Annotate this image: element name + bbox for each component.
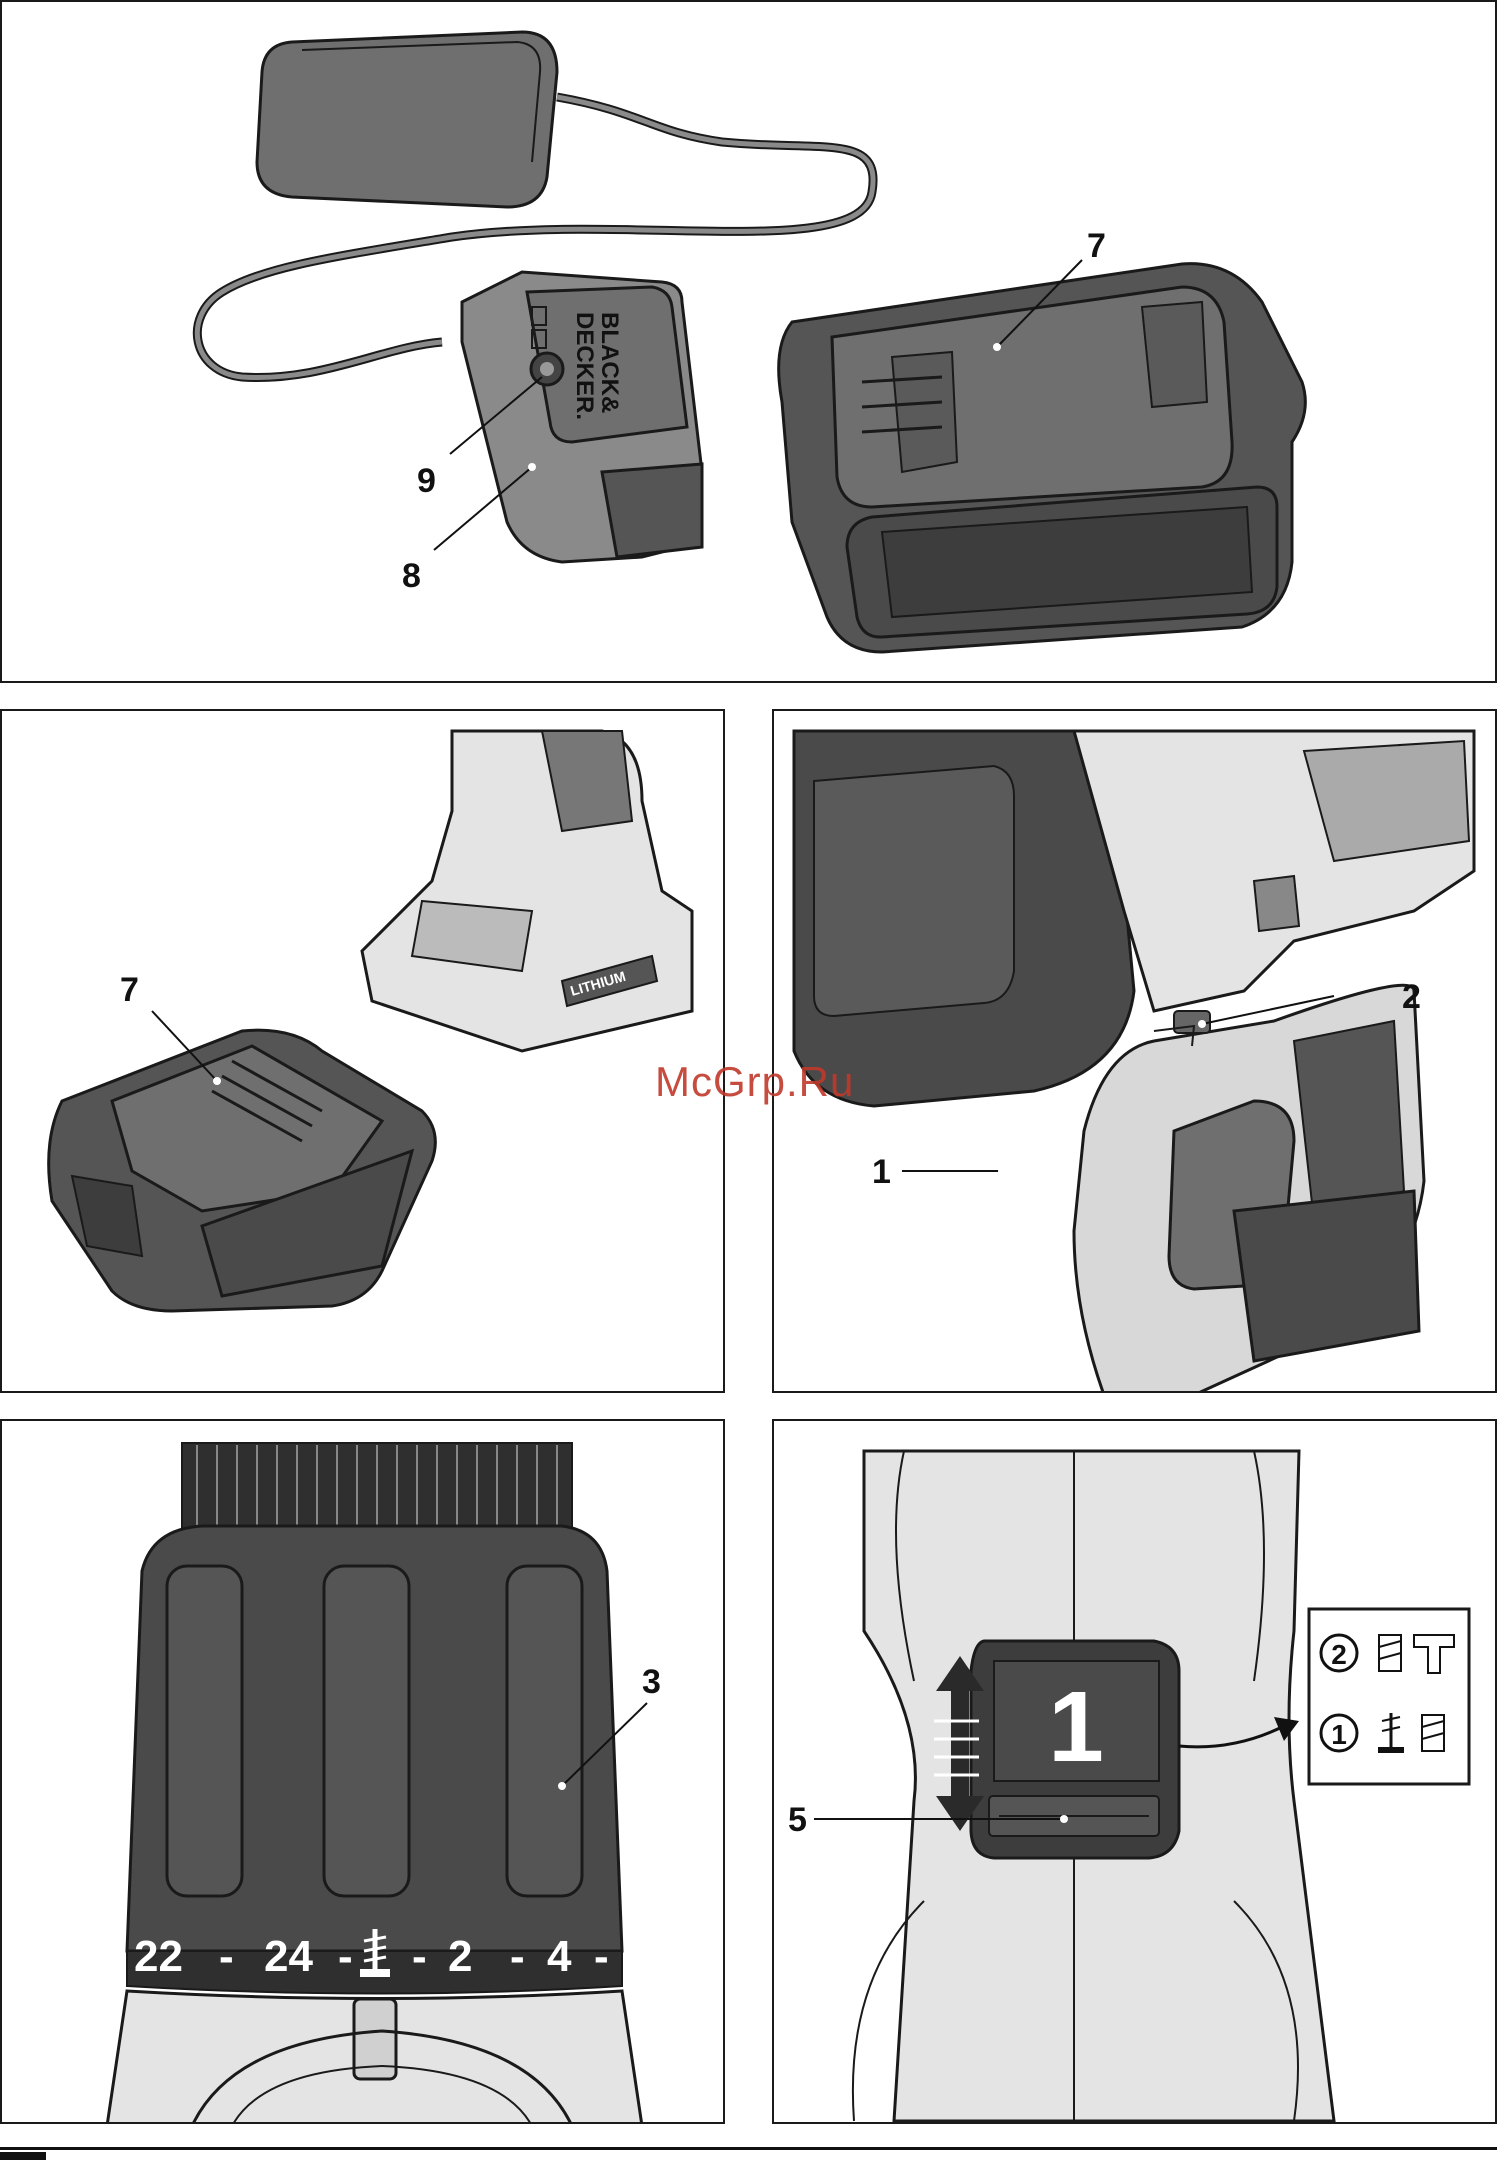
scale-mark-6: 2: [448, 1932, 472, 1981]
gear-selector-illustration: 1 2 1: [774, 1421, 1497, 2124]
label-collar: 3: [642, 1663, 661, 1701]
watermark: McGrp.Ru: [655, 1058, 854, 1106]
trigger-detail-illustration: 2 1: [774, 711, 1497, 1393]
panel-gear-selector: 1 2 1: [772, 1419, 1497, 2124]
label-battery-install: 7: [120, 971, 139, 1009]
scale-mark-8: 4: [547, 1932, 572, 1981]
label-battery: 7: [1087, 227, 1106, 265]
label-switch: 2: [1402, 978, 1421, 1016]
panel-trigger-detail: 2 1: [772, 709, 1497, 1393]
scale-mark-9: -: [594, 1932, 609, 1981]
charger-brand-line1: BLACK&: [596, 312, 623, 413]
scale-mark-5: -: [412, 1932, 427, 1981]
scale-mark-4: -: [338, 1932, 353, 1981]
label-indicator: 9: [417, 462, 436, 500]
charger-brand-line2: DECKER.: [571, 312, 598, 420]
torque-collar-illustration: 22 - 24 - - 2 - 4 - 3: [2, 1421, 725, 2124]
panel-torque-collar: 22 - 24 - - 2 - 4 - 3: [0, 1419, 725, 2124]
panel-battery-install: LITHIUM 7: [0, 709, 725, 1393]
panel-charger-battery: BLACK& DECKER. 7 9 8: [0, 0, 1497, 683]
selector-value[interactable]: 1: [1048, 1671, 1104, 1783]
footer-rule: [0, 2147, 1497, 2150]
charger-battery-illustration: BLACK& DECKER. 7 9 8: [2, 2, 1497, 683]
label-trigger: 1: [872, 1153, 891, 1191]
scale-mark-7: -: [510, 1932, 525, 1981]
scale-mark-3: 24: [264, 1932, 313, 1981]
label-selector: 5: [788, 1801, 807, 1839]
legend-gear-1: 1: [1331, 1719, 1347, 1750]
scale-mark-2: -: [219, 1932, 234, 1981]
page-marker: [0, 2152, 46, 2160]
battery-install-illustration: LITHIUM 7: [2, 711, 725, 1393]
legend-gear-2: 2: [1331, 1639, 1347, 1670]
label-charger: 8: [402, 557, 421, 595]
scale-mark-1: 22: [134, 1932, 183, 1981]
